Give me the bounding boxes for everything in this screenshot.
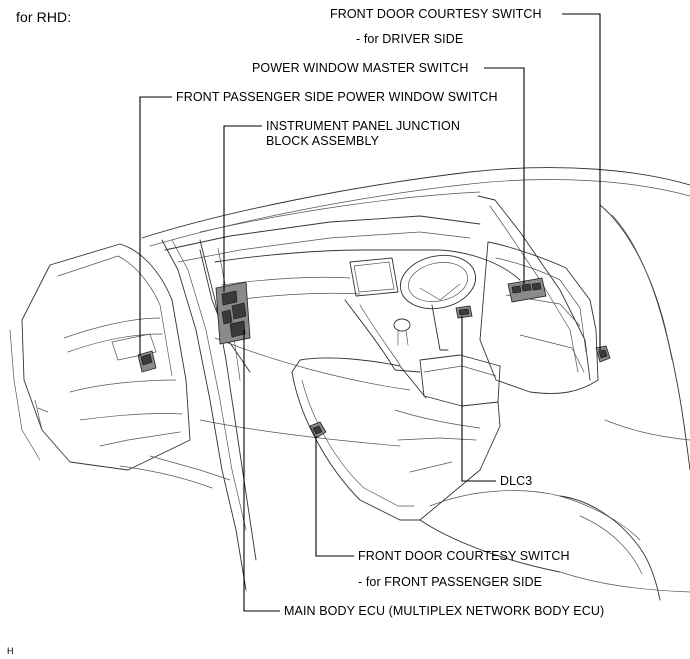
power-window-master-switch-part (507, 277, 547, 303)
label-instrument-panel-junction-block-line2: BLOCK ASSEMBLY (266, 134, 380, 148)
label-driver-side-note: - for DRIVER SIDE (356, 32, 464, 46)
leader-passenger-courtesy-switch (315, 436, 354, 557)
leader-main-body-ecu (243, 330, 280, 612)
component-markers (137, 277, 611, 439)
leader-passenger-power-window-switch (139, 96, 172, 356)
passenger-door-courtesy-switch-part (309, 421, 327, 439)
leader-power-window-master-switch (484, 67, 525, 284)
dlc3-part (455, 305, 473, 319)
leader-driver-courtesy-switch (562, 13, 601, 350)
leader-instrument-panel-junction-block (223, 125, 262, 292)
label-main-body-ecu: MAIN BODY ECU (MULTIPLEX NETWORK BODY EC… (284, 604, 605, 618)
variant-label: for RHD: (16, 9, 72, 25)
driver-door-courtesy-switch-part (595, 345, 611, 363)
leader-dlc3 (461, 316, 496, 482)
label-front-door-courtesy-switch-passenger: FRONT DOOR COURTESY SWITCH (358, 549, 570, 563)
label-power-window-master-switch: POWER WINDOW MASTER SWITCH (252, 61, 469, 75)
footer-mark: H (7, 646, 14, 656)
vehicle-outline (9, 167, 690, 601)
leader-lines (139, 13, 601, 612)
passenger-power-window-switch-part (137, 350, 157, 373)
label-front-passenger-power-window-switch: FRONT PASSENGER SIDE POWER WINDOW SWITCH (176, 90, 498, 104)
instrument-panel-junction-block-part (215, 281, 251, 345)
label-front-door-courtesy-switch-driver: FRONT DOOR COURTESY SWITCH (330, 7, 542, 21)
label-passenger-side-note: - for FRONT PASSENGER SIDE (358, 575, 543, 589)
label-instrument-panel-junction-block-line1: INSTRUMENT PANEL JUNCTION (266, 119, 460, 133)
label-dlc3: DLC3 (500, 474, 533, 488)
